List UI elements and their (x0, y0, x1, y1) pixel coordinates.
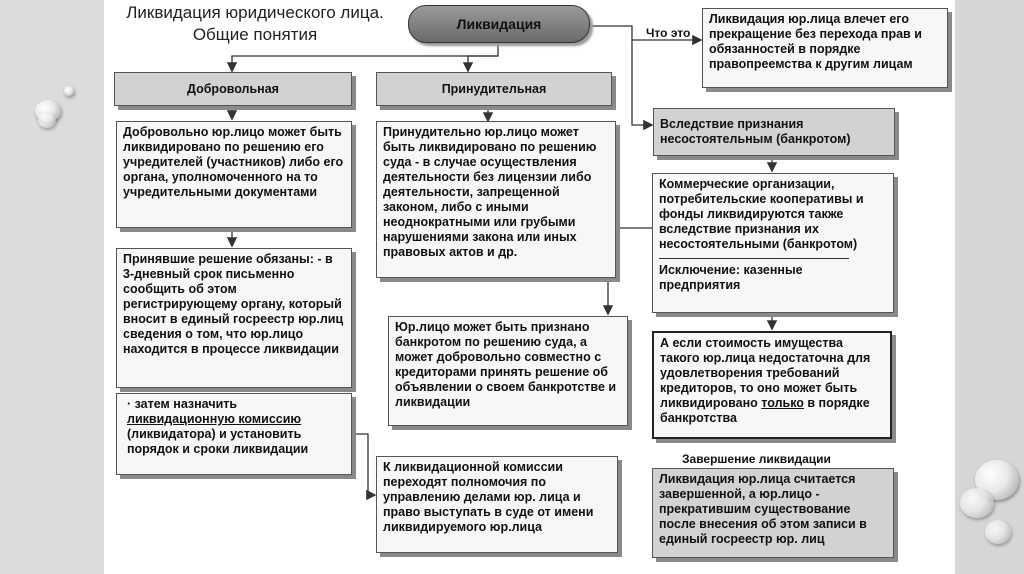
divider (659, 258, 849, 259)
root-node-liquidation: Ликвидация (408, 5, 590, 43)
commission-powers-box: К ликвидационной комиссии переходят полн… (376, 456, 618, 553)
insufficient-property-box: А если стоимость имущества такого юр.лиц… (652, 331, 892, 439)
page-title: Ликвидация юридического лица. Общие поня… (126, 3, 384, 44)
court-bankruptcy-box: Юр.лицо может быть признано банкротом по… (388, 316, 628, 426)
next-step-text-post: (ликвидатора) и установить порядок и сро… (127, 427, 309, 456)
completion-description: Ликвидация юр.лица считается завершенной… (652, 468, 894, 558)
bankruptcy-header: Вследствие признания несостоятельным (ба… (653, 108, 895, 156)
voluntary-duties: Принявшие решение обязаны: - в 3-дневный… (116, 248, 352, 388)
exception-text: Исключение: казенные предприятия (659, 263, 803, 292)
bankruptcy-description: Коммерческие организации, потребительски… (652, 173, 894, 313)
forced-header: Принудительная (376, 72, 612, 106)
forced-description: Принудительно юр.лицо может быть ликвиди… (376, 121, 616, 278)
insufficient-text-post: в порядке банкротства (660, 396, 870, 425)
next-step-text-pre: · затем назначить (127, 397, 238, 411)
bankruptcy-desc-text: Коммерческие организации, потребительски… (659, 177, 864, 251)
water-drop-decoration (985, 520, 1011, 544)
voluntary-next-step: · затем назначить ликвидационную комисси… (116, 393, 352, 475)
background-left (0, 0, 104, 574)
definition-box: Ликвидация юр.лица влечет его прекращени… (702, 8, 948, 88)
only-term: только (761, 396, 804, 410)
commission-term: ликвидационную комиссию (127, 412, 302, 426)
voluntary-description: Добровольно юр.лицо может быть ликвидиро… (116, 121, 352, 228)
water-drop-decoration (960, 488, 994, 518)
water-drop-decoration (64, 86, 74, 96)
voluntary-header: Добровольная (114, 72, 352, 106)
insufficient-text-pre: А если стоимость имущества такого юр.лиц… (660, 336, 871, 410)
what-label: Что это (646, 26, 691, 40)
completion-label: Завершение ликвидации (682, 452, 831, 466)
water-drop-decoration (38, 112, 56, 128)
